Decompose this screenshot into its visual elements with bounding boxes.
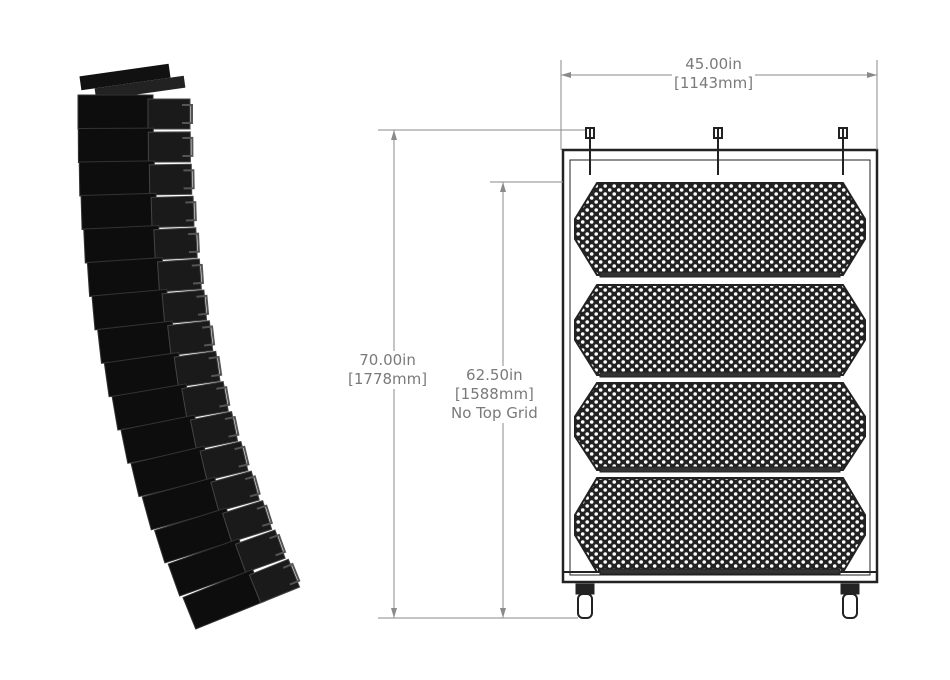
rigging-frame <box>79 63 186 101</box>
front-view <box>561 127 879 619</box>
panel-rail <box>599 371 841 378</box>
array-cabinet <box>167 529 287 597</box>
grille-panel <box>574 182 866 276</box>
no-grid-note: No Top Grid <box>451 404 538 422</box>
array-cabinet <box>77 94 193 130</box>
array-cabinet <box>91 288 210 331</box>
grille-panel <box>574 477 866 573</box>
array-cabinet <box>154 500 274 564</box>
wheel-right <box>840 583 860 619</box>
array-cabinet <box>86 257 205 297</box>
grille-panel <box>574 382 866 471</box>
width-dimension-label: 45.00in [1143mm] <box>672 55 756 93</box>
array-cabinet <box>80 192 197 230</box>
width-metric: [1143mm] <box>674 74 754 92</box>
top-grid <box>585 127 848 175</box>
panel-rail <box>599 568 841 575</box>
no-grid-height-metric: [1588mm] <box>454 385 534 403</box>
total-height-label: 70.00in [1778mm] <box>346 351 430 389</box>
panel-rail <box>599 271 841 278</box>
no-grid-height-label: 62.50in [1588mm] No Top Grid <box>449 366 540 423</box>
total-height-imperial: 70.00in <box>359 351 416 369</box>
total-height-metric: [1778mm] <box>348 370 428 388</box>
width-imperial: 45.00in <box>685 55 742 73</box>
array-cabinet <box>182 558 301 630</box>
wheel-left <box>575 583 595 619</box>
no-grid-height-imperial: 62.50in <box>466 366 523 384</box>
array-cabinet <box>97 320 216 364</box>
array-cabinet <box>130 440 250 498</box>
array-cabinet <box>78 160 195 197</box>
line-array-perspective <box>77 63 301 630</box>
array-cabinet <box>83 225 200 264</box>
array-cabinet <box>141 470 261 531</box>
cabinet-frame <box>561 148 879 584</box>
panel-rail <box>599 466 841 473</box>
grille-panel <box>574 284 866 376</box>
array-cabinet <box>77 127 194 164</box>
